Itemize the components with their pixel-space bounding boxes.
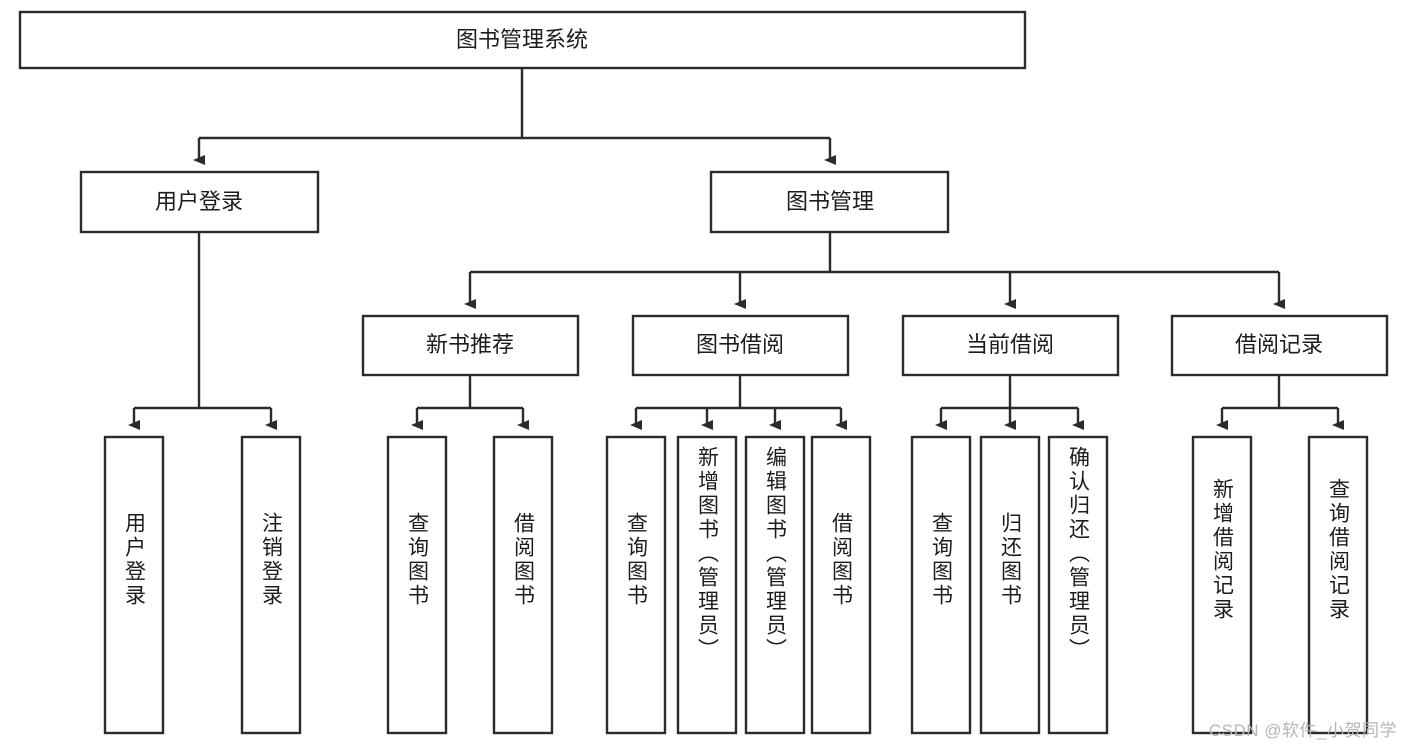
- node-login[interactable]: 用户登录: [79, 170, 320, 234]
- node-leaf-query-book-2[interactable]: 查询图书: [605, 435, 667, 735]
- node-leaf-user-logout-box[interactable]: [240, 435, 302, 735]
- node-leaf-query-book-1-box[interactable]: [386, 435, 448, 735]
- node-leaf-query-book-3-label: 查询图书: [930, 512, 954, 608]
- node-newbook-box[interactable]: [361, 314, 580, 377]
- node-leaf-add-record-box[interactable]: [1191, 435, 1253, 735]
- node-leaf-add-book-label: 新增图书（管理员）: [696, 446, 720, 662]
- node-leaf-query-book-2-box[interactable]: [605, 435, 667, 735]
- node-leaf-query-record-box[interactable]: [1307, 435, 1369, 735]
- node-borrow-box[interactable]: [631, 314, 850, 377]
- node-bookmgmt-box[interactable]: [709, 170, 950, 234]
- node-leaf-borrow-book-1-box[interactable]: [492, 435, 554, 735]
- node-leaf-query-book-1-label: 查询图书: [406, 512, 430, 608]
- node-newbook[interactable]: 新书推荐: [361, 314, 580, 377]
- node-leaf-user-logout-label: 注销登录: [260, 512, 284, 608]
- node-leaf-query-record-label: 查询借阅记录: [1327, 478, 1351, 622]
- node-leaf-query-record[interactable]: 查询借阅记录: [1307, 435, 1369, 735]
- node-leaf-edit-book[interactable]: 编辑图书（管理员）: [744, 435, 806, 735]
- node-borrow-label: 图书借阅: [696, 332, 784, 357]
- node-records-label: 借阅记录: [1235, 332, 1323, 357]
- node-leaf-edit-book-box[interactable]: [744, 435, 806, 735]
- node-records-box[interactable]: [1170, 314, 1389, 377]
- node-root-box[interactable]: [18, 10, 1027, 70]
- node-leaf-user-login-box[interactable]: [103, 435, 165, 735]
- node-borrow[interactable]: 图书借阅: [631, 314, 850, 377]
- node-leaf-confirm-return-label: 确认归还（管理员）: [1067, 446, 1091, 662]
- csdn-watermark: CSDN @软件_小贺同学: [1208, 721, 1397, 740]
- node-leaf-user-login[interactable]: 用户登录: [103, 435, 165, 735]
- node-current-box[interactable]: [901, 314, 1120, 377]
- node-leaf-add-book-box[interactable]: [676, 435, 738, 735]
- node-leaf-confirm-return[interactable]: 确认归还（管理员）: [1047, 435, 1109, 735]
- node-root-label: 图书管理系统: [456, 27, 588, 52]
- node-current[interactable]: 当前借阅: [901, 314, 1120, 377]
- node-leaf-user-logout[interactable]: 注销登录: [240, 435, 302, 735]
- node-leaf-return-book-box[interactable]: [979, 435, 1041, 735]
- node-leaf-borrow-book-1[interactable]: 借阅图书: [492, 435, 554, 735]
- node-leaf-borrow-book-1-label: 借阅图书: [512, 512, 536, 608]
- node-login-label: 用户登录: [155, 189, 243, 214]
- node-leaf-borrow-book-2-label: 借阅图书: [830, 512, 854, 608]
- node-leaf-borrow-book-2-box[interactable]: [810, 435, 872, 735]
- node-leaf-query-book-3[interactable]: 查询图书: [910, 435, 972, 735]
- node-bookmgmt[interactable]: 图书管理: [709, 170, 950, 234]
- node-leaf-query-book-2-label: 查询图书: [625, 512, 649, 608]
- node-root[interactable]: 图书管理系统: [18, 10, 1027, 70]
- node-leaf-query-book-3-box[interactable]: [910, 435, 972, 735]
- node-bookmgmt-label: 图书管理: [786, 189, 874, 214]
- node-leaf-query-book-1[interactable]: 查询图书: [386, 435, 448, 735]
- node-leaf-confirm-return-box[interactable]: [1047, 435, 1109, 735]
- connector-group: [128, 68, 1344, 430]
- node-current-label: 当前借阅: [966, 332, 1054, 357]
- node-leaf-borrow-book-2[interactable]: 借阅图书: [810, 435, 872, 735]
- node-leaf-add-record-label: 新增借阅记录: [1211, 478, 1235, 622]
- node-leaf-user-login-label: 用户登录: [123, 512, 147, 608]
- node-leaf-return-book-label: 归还图书: [999, 512, 1023, 608]
- node-leaf-add-book[interactable]: 新增图书（管理员）: [676, 435, 738, 735]
- node-leaf-add-record[interactable]: 新增借阅记录: [1191, 435, 1253, 735]
- node-newbook-label: 新书推荐: [426, 332, 514, 357]
- node-leaf-return-book[interactable]: 归还图书: [979, 435, 1041, 735]
- node-records[interactable]: 借阅记录: [1170, 314, 1389, 377]
- node-leaf-edit-book-label: 编辑图书（管理员）: [764, 446, 788, 662]
- node-login-box[interactable]: [79, 170, 320, 234]
